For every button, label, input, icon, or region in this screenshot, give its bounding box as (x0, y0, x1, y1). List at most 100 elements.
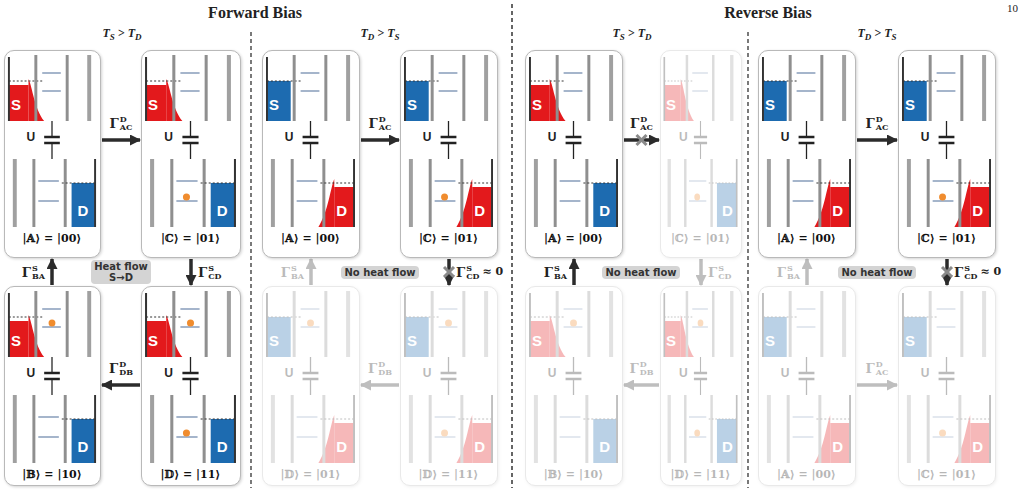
reservoir-edge (353, 159, 355, 227)
transition-arrow (624, 383, 659, 387)
electron (49, 320, 56, 327)
subscript: D (645, 32, 652, 42)
capacitor-plate (303, 136, 319, 139)
electron (445, 320, 452, 327)
source-label: S (148, 97, 158, 114)
tunnel-barrier (203, 159, 206, 227)
capacitor-plate (694, 136, 707, 139)
tunnel-barrier (818, 159, 821, 227)
transition-arrow (102, 138, 140, 142)
coupling-label: U (285, 367, 294, 380)
dot-level (797, 90, 816, 92)
drain-reservoir (72, 419, 96, 463)
rate-symbol: Γ (110, 116, 119, 131)
flow-status-box: No heat flow (341, 266, 418, 279)
dot-level (797, 326, 816, 328)
rate-indices: DAC (640, 115, 653, 131)
lead-bar (842, 55, 846, 121)
tunnel-barrier (556, 55, 559, 121)
dot-level (38, 416, 59, 418)
lead-bar (767, 159, 771, 227)
transition-group (52, 259, 53, 285)
drain-reservoir (970, 423, 990, 463)
panel-divider (250, 32, 251, 488)
state-label: |𝔸⟩ = |00⟩ (759, 233, 854, 245)
state-label: |𝔹⟩ = |10⟩ (526, 469, 621, 481)
dot-level (689, 180, 706, 182)
lead-bar (484, 55, 488, 121)
transition-arrow (309, 259, 313, 285)
capacitor-wire (190, 379, 191, 395)
rate-indices: SCD (208, 264, 221, 280)
lead-bar (730, 55, 733, 121)
tunnel-barrier (462, 291, 465, 357)
fermi-tail (456, 179, 472, 227)
tunnel-barrier (34, 291, 37, 357)
status-text: No heat flow (841, 267, 912, 278)
fermi-tail (318, 415, 334, 463)
subscript: S (395, 32, 400, 42)
state-panel: SUD|𝔻⟩ = |11⟩ (400, 286, 498, 486)
lead-bar (668, 159, 671, 227)
lead-bar (13, 395, 17, 463)
dot-level (560, 200, 581, 202)
tunnel-barrier (710, 159, 712, 227)
rate-indices: SBA (291, 264, 304, 280)
capacitor-wire (448, 379, 449, 395)
tunnel-barrier (585, 395, 588, 463)
electron (694, 430, 700, 437)
coupling-label: U (423, 367, 432, 380)
rate-superscript: D (120, 115, 133, 123)
rate-label: ΓSBA (21, 264, 46, 280)
source-reservoir (405, 317, 429, 357)
rate-indices: DDB (640, 360, 654, 376)
rate-subscript: DB (378, 368, 392, 376)
rate-subscript: AC (876, 123, 889, 131)
dot-level (180, 90, 199, 92)
coupling-label: U (781, 131, 790, 144)
flow-status-box: No heat flow (838, 266, 915, 279)
source-label: S (765, 97, 775, 114)
rate-symbol: Γ (544, 265, 553, 280)
drain-reservoir (334, 187, 354, 227)
rate-subscript: CD (466, 272, 479, 280)
rate-subscript: BA (291, 272, 304, 280)
transition-arrow (189, 259, 193, 285)
tunnel-barrier (929, 291, 932, 357)
dot-level (439, 72, 458, 74)
drain-reservoir (334, 423, 354, 463)
capacitor-wire (190, 121, 191, 137)
state-label: |ℂ⟩ = |01⟩ (142, 233, 239, 245)
rate-symbol: Γ (456, 265, 465, 280)
coupling-label: U (548, 131, 557, 144)
rate-indices: SCD (718, 264, 731, 280)
electron (939, 194, 946, 201)
source-label: S (532, 333, 542, 350)
status-text: Heat flow S→D (94, 261, 148, 283)
state-label: |𝔻⟩ = |11⟩ (142, 469, 239, 481)
tunnel-barrier (686, 291, 688, 357)
source-label: S (148, 333, 158, 350)
capacitor-plate (441, 136, 457, 139)
capacitor-plate (441, 372, 457, 375)
tunnel-barrier (293, 55, 296, 121)
rate-subscript: BA (32, 272, 45, 280)
electron (441, 430, 448, 437)
dot-level (435, 180, 456, 182)
capacitor-wire (700, 357, 701, 373)
source-label: S (11, 97, 21, 114)
rate-superscript: S (208, 264, 221, 272)
capacitor-plate (939, 136, 955, 139)
reservoir-edge (902, 57, 904, 121)
lead-bar (271, 159, 275, 227)
temperature-condition: TD > TS (857, 27, 896, 43)
tunnel-barrier (460, 395, 463, 463)
electron (698, 320, 704, 327)
tunnel-barrier (324, 55, 327, 121)
electron (694, 194, 700, 201)
state-label: |𝔹⟩ = |10⟩ (5, 469, 99, 481)
fermi-tail (456, 415, 472, 463)
coupling-label: U (285, 131, 294, 144)
fermi-level (62, 419, 95, 420)
